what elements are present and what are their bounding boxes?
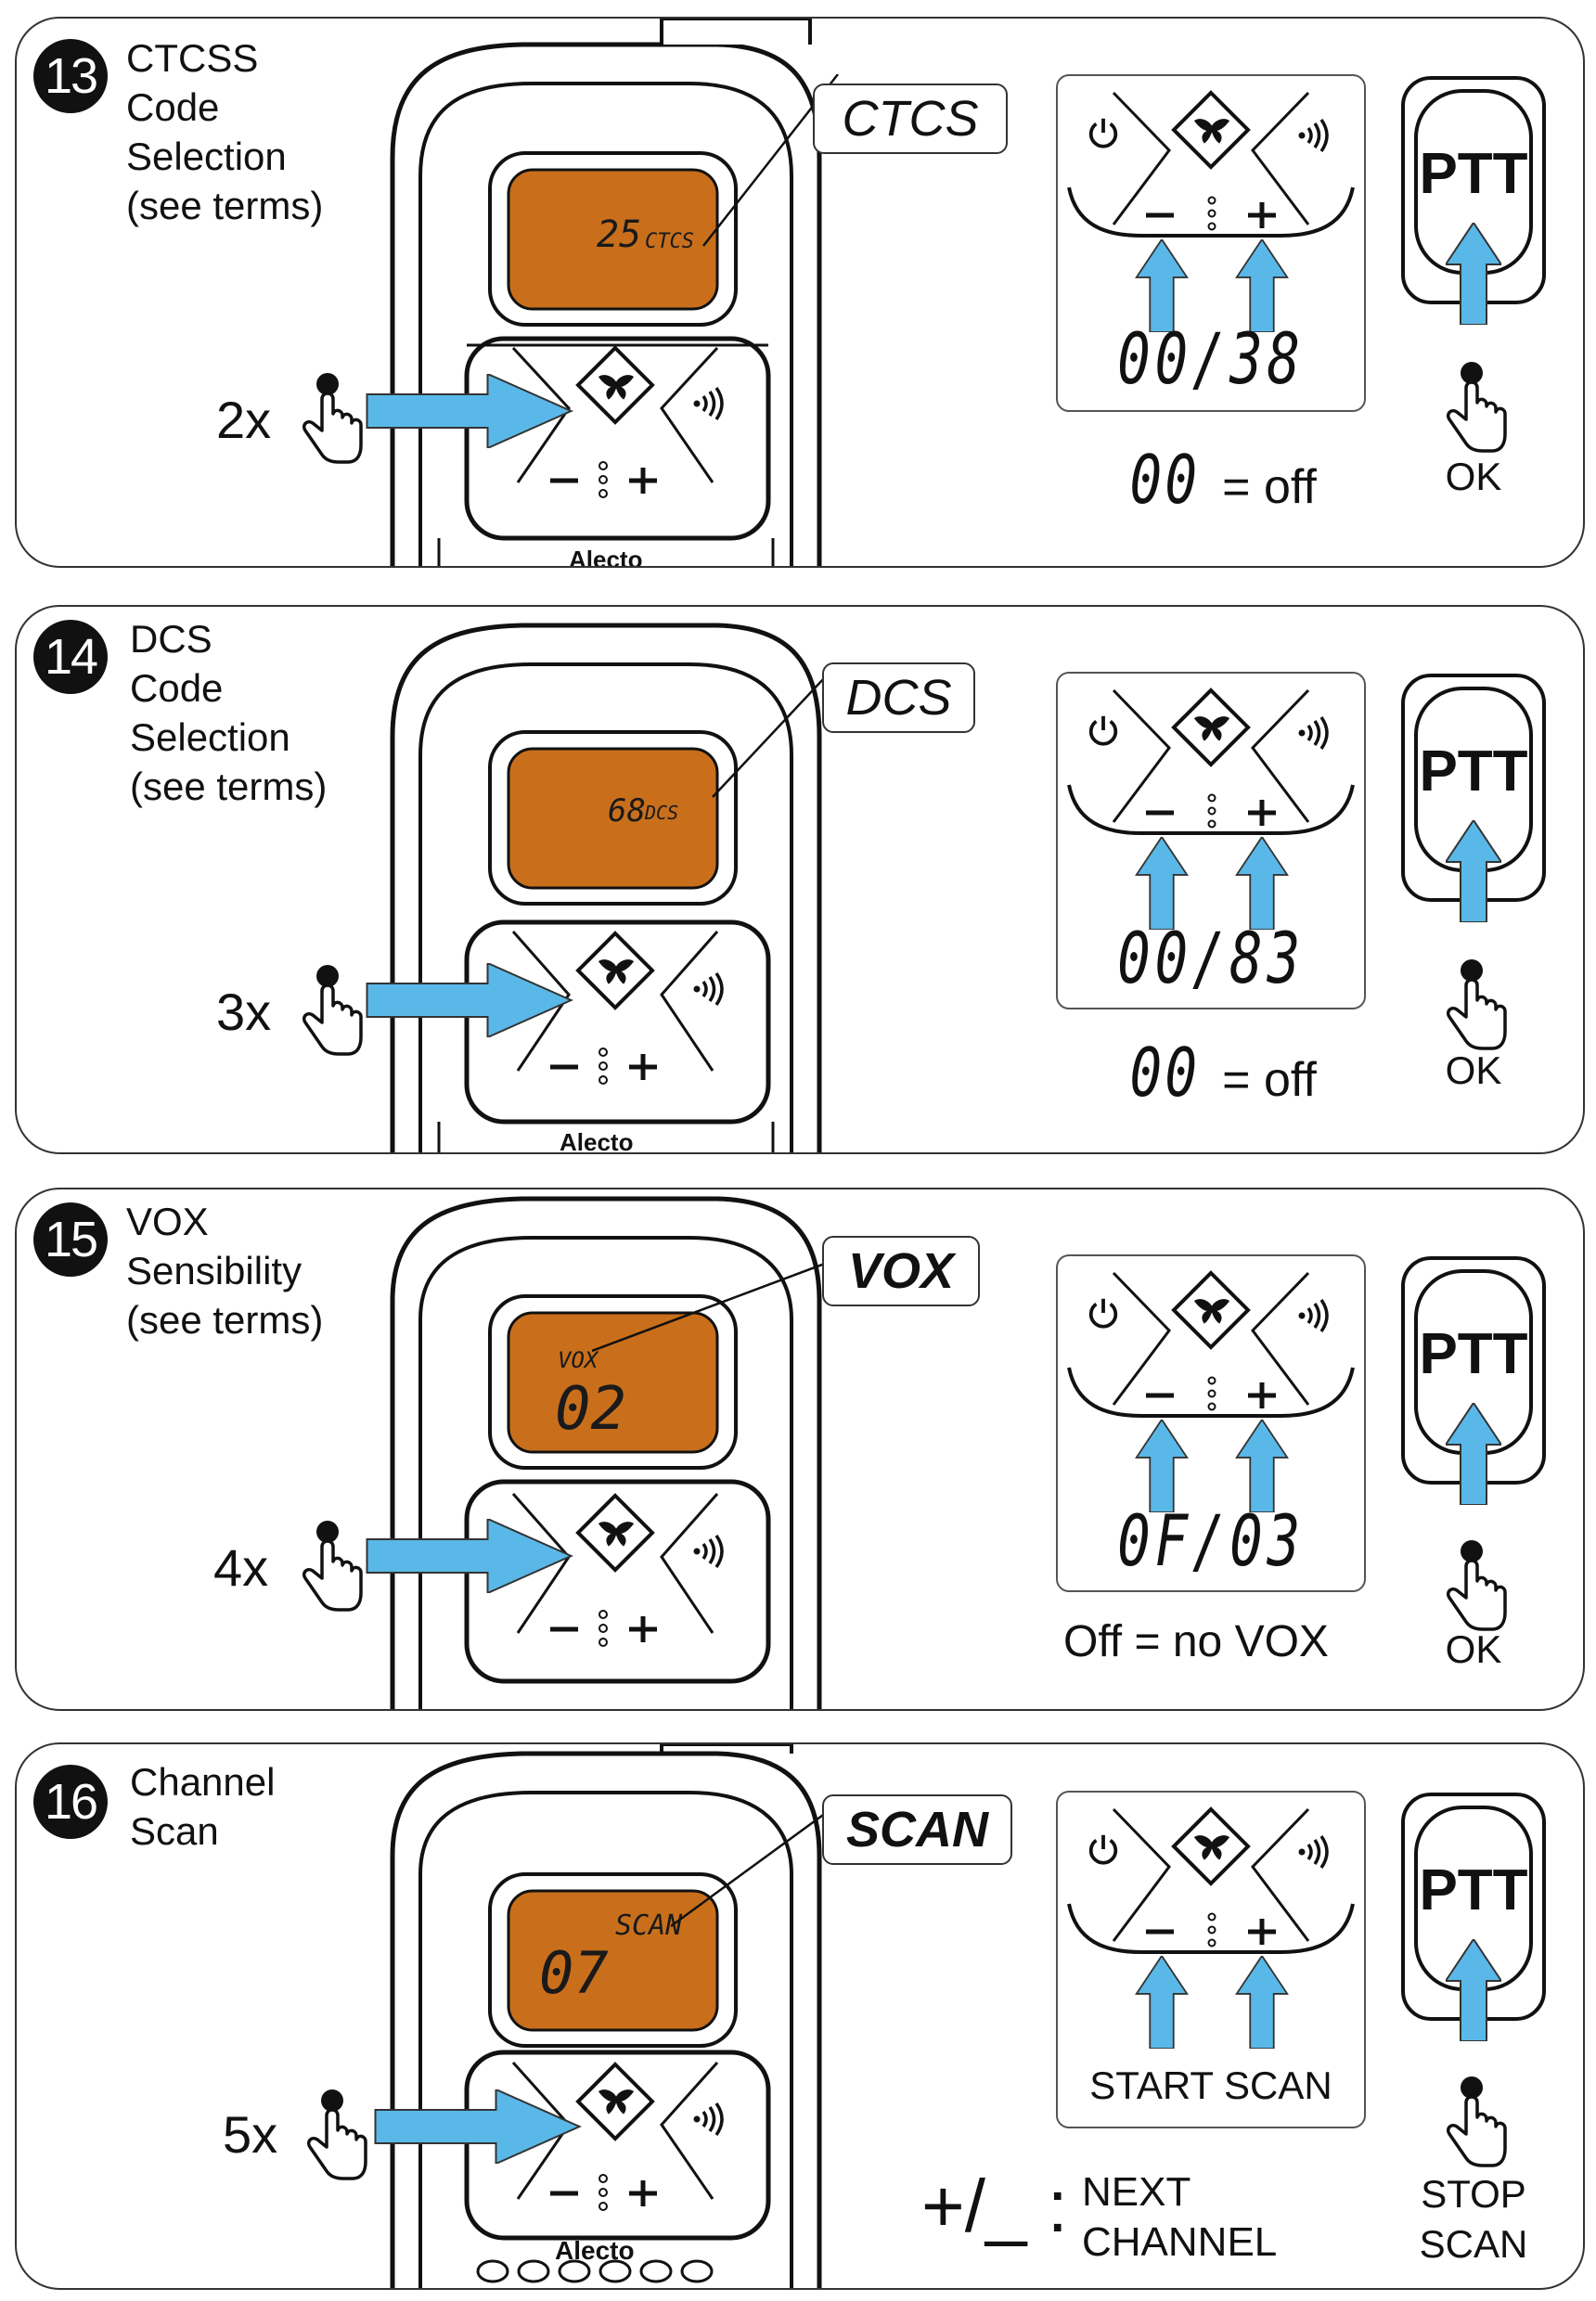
radio-device: 68 DCS Alecto (383, 607, 829, 1152)
keypad-detail: START SCAN (1056, 1791, 1366, 2128)
hand-icon (1446, 2075, 1507, 2167)
off-note: Off = no VOX (1063, 1617, 1329, 1666)
lcd-tag: DCS (645, 802, 679, 824)
ptt-label: PTT (1419, 1858, 1528, 1922)
step-number: 15 (33, 1202, 108, 1277)
range-value: 00/38 (1117, 317, 1305, 400)
ptt-button: PTT (1399, 1254, 1548, 1486)
ptt-label: PTT (1419, 1322, 1528, 1386)
step-number: 14 (33, 620, 108, 694)
section-title: VOX Sensibility (see terms) (126, 1200, 324, 1342)
keypad-detail: 00/83 (1056, 672, 1366, 1009)
press-count: 2x (216, 391, 272, 449)
off-note: 00 = off (1129, 441, 1317, 519)
arrow-up-icon (1235, 1956, 1289, 2049)
callout-leader (671, 1800, 844, 1928)
arrow-up-icon (1446, 1403, 1501, 1505)
ptt-button: PTT (1399, 1791, 1548, 2023)
hand-icon (302, 963, 363, 1056)
keypad-detail: 0F/03 (1056, 1254, 1366, 1592)
lcd-callout: SCAN (822, 1794, 1012, 1865)
lcd-tag: VOX (558, 1347, 598, 1373)
press-count: 5x (223, 2105, 278, 2164)
range-value: 0F/03 (1117, 1499, 1305, 1582)
lcd-value: 25 (597, 213, 642, 256)
brand-label: Alecto (555, 2236, 635, 2265)
section-title: CTCSS Code Selection (see terms) (126, 36, 324, 227)
arrow-right-icon (366, 963, 573, 1037)
stop-scan-label: STOP SCAN (1419, 2172, 1528, 2266)
arrow-up-icon (1446, 1939, 1501, 2041)
next-symbol: +/_ : (921, 2165, 1068, 2247)
hand-icon (1446, 360, 1507, 453)
lcd-callout: CTCS (813, 84, 1008, 154)
callout-leader (712, 662, 840, 798)
lcd-tag: CTCS (645, 230, 694, 253)
hand-icon (1446, 1538, 1507, 1631)
range-value: 00/83 (1117, 917, 1305, 999)
arrow-up-icon (1135, 837, 1189, 930)
ptt-label: PTT (1419, 142, 1528, 206)
arrow-up-icon (1446, 223, 1501, 325)
lcd-value: 07 (539, 1939, 609, 2007)
step-number: 13 (33, 39, 108, 113)
keypad-detail: 00/38 (1056, 74, 1366, 412)
section-14: 14 DCS Code Selection (see terms) (15, 605, 1585, 1154)
arrow-up-icon (1446, 820, 1501, 922)
brand-label: Alecto (569, 546, 643, 568)
lcd-value: 68 (608, 792, 646, 829)
press-count: 4x (213, 1538, 269, 1597)
ok-label: OK (1445, 1048, 1502, 1092)
lcd-value: 02 (555, 1375, 627, 1444)
lcd-callout: DCS (822, 662, 975, 733)
arrow-right-icon (374, 2089, 581, 2164)
ok-label: OK (1445, 455, 1502, 498)
hand-icon (302, 1519, 363, 1612)
next-channel-label: NEXT CHANNEL (1082, 2169, 1278, 2265)
start-scan-label: START SCAN (1089, 2063, 1332, 2107)
hand-icon (302, 371, 363, 464)
ptt-label: PTT (1419, 739, 1528, 803)
arrow-up-icon (1135, 1956, 1189, 2049)
hand-icon (1446, 958, 1507, 1050)
section-15: 15 VOX Sensibility (see terms) VOX 02 V (15, 1188, 1585, 1711)
arrow-right-icon (366, 374, 573, 448)
section-title: Channel Scan (130, 1760, 276, 1853)
arrow-up-icon (1235, 1420, 1289, 1512)
off-note: 00 = off (1129, 1034, 1317, 1112)
arrow-up-icon (1235, 837, 1289, 930)
section-16: 16 Channel Scan (15, 1742, 1585, 2290)
arrow-right-icon (366, 1519, 573, 1593)
step-number: 16 (33, 1765, 108, 1839)
arrow-up-icon (1135, 1420, 1189, 1512)
press-count: 3x (216, 983, 272, 1041)
ptt-button: PTT (1399, 74, 1548, 306)
section-13: 13 CTCSS Code Selection (see terms) (15, 17, 1585, 568)
hand-icon (306, 2088, 367, 2180)
section-title: DCS Code Selection (see terms) (130, 617, 328, 808)
brand-label: Alecto (560, 1128, 634, 1154)
callout-leader (592, 1262, 830, 1353)
ok-label: OK (1445, 1627, 1502, 1671)
lcd-callout: VOX (822, 1236, 980, 1306)
